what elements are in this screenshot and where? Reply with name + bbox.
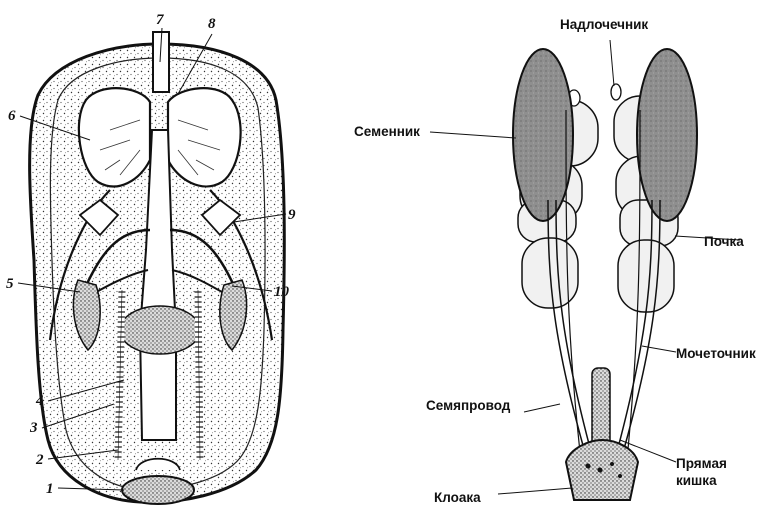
label-ureter: Мочеточник bbox=[676, 346, 756, 361]
callout-9: 9 bbox=[288, 207, 296, 223]
callout-2: 2 bbox=[35, 452, 44, 468]
label-adrenal: Надлочечник bbox=[560, 17, 648, 32]
left-figure: 1 2 3 4 5 6 7 8 9 10 bbox=[6, 12, 296, 504]
lobe-right bbox=[168, 88, 241, 186]
label-kidney: Почка bbox=[704, 234, 744, 249]
testis-right bbox=[637, 49, 697, 221]
label-vas-deferens: Семяпровод bbox=[426, 398, 511, 413]
callout-4: 4 bbox=[35, 393, 44, 409]
callout-3: 3 bbox=[29, 420, 38, 436]
label-rectum-line1: Прямая bbox=[676, 456, 727, 471]
rectum bbox=[592, 368, 610, 448]
callout-7: 7 bbox=[156, 12, 164, 28]
testis-left bbox=[513, 49, 573, 221]
callout-5: 5 bbox=[6, 276, 14, 292]
label-rectum-line2: кишка bbox=[676, 473, 717, 488]
callout-6: 6 bbox=[8, 108, 16, 124]
callout-8: 8 bbox=[208, 16, 216, 32]
adrenal-right bbox=[611, 84, 621, 100]
callout-10: 10 bbox=[274, 284, 290, 300]
lobe-left bbox=[79, 88, 150, 186]
label-testis: Семенник bbox=[354, 124, 420, 139]
callout-1: 1 bbox=[46, 481, 54, 497]
right-figure: Надлочечник Семенник Почка Мочеточник Се… bbox=[354, 17, 756, 505]
label-cloaca: Клоака bbox=[434, 490, 481, 505]
